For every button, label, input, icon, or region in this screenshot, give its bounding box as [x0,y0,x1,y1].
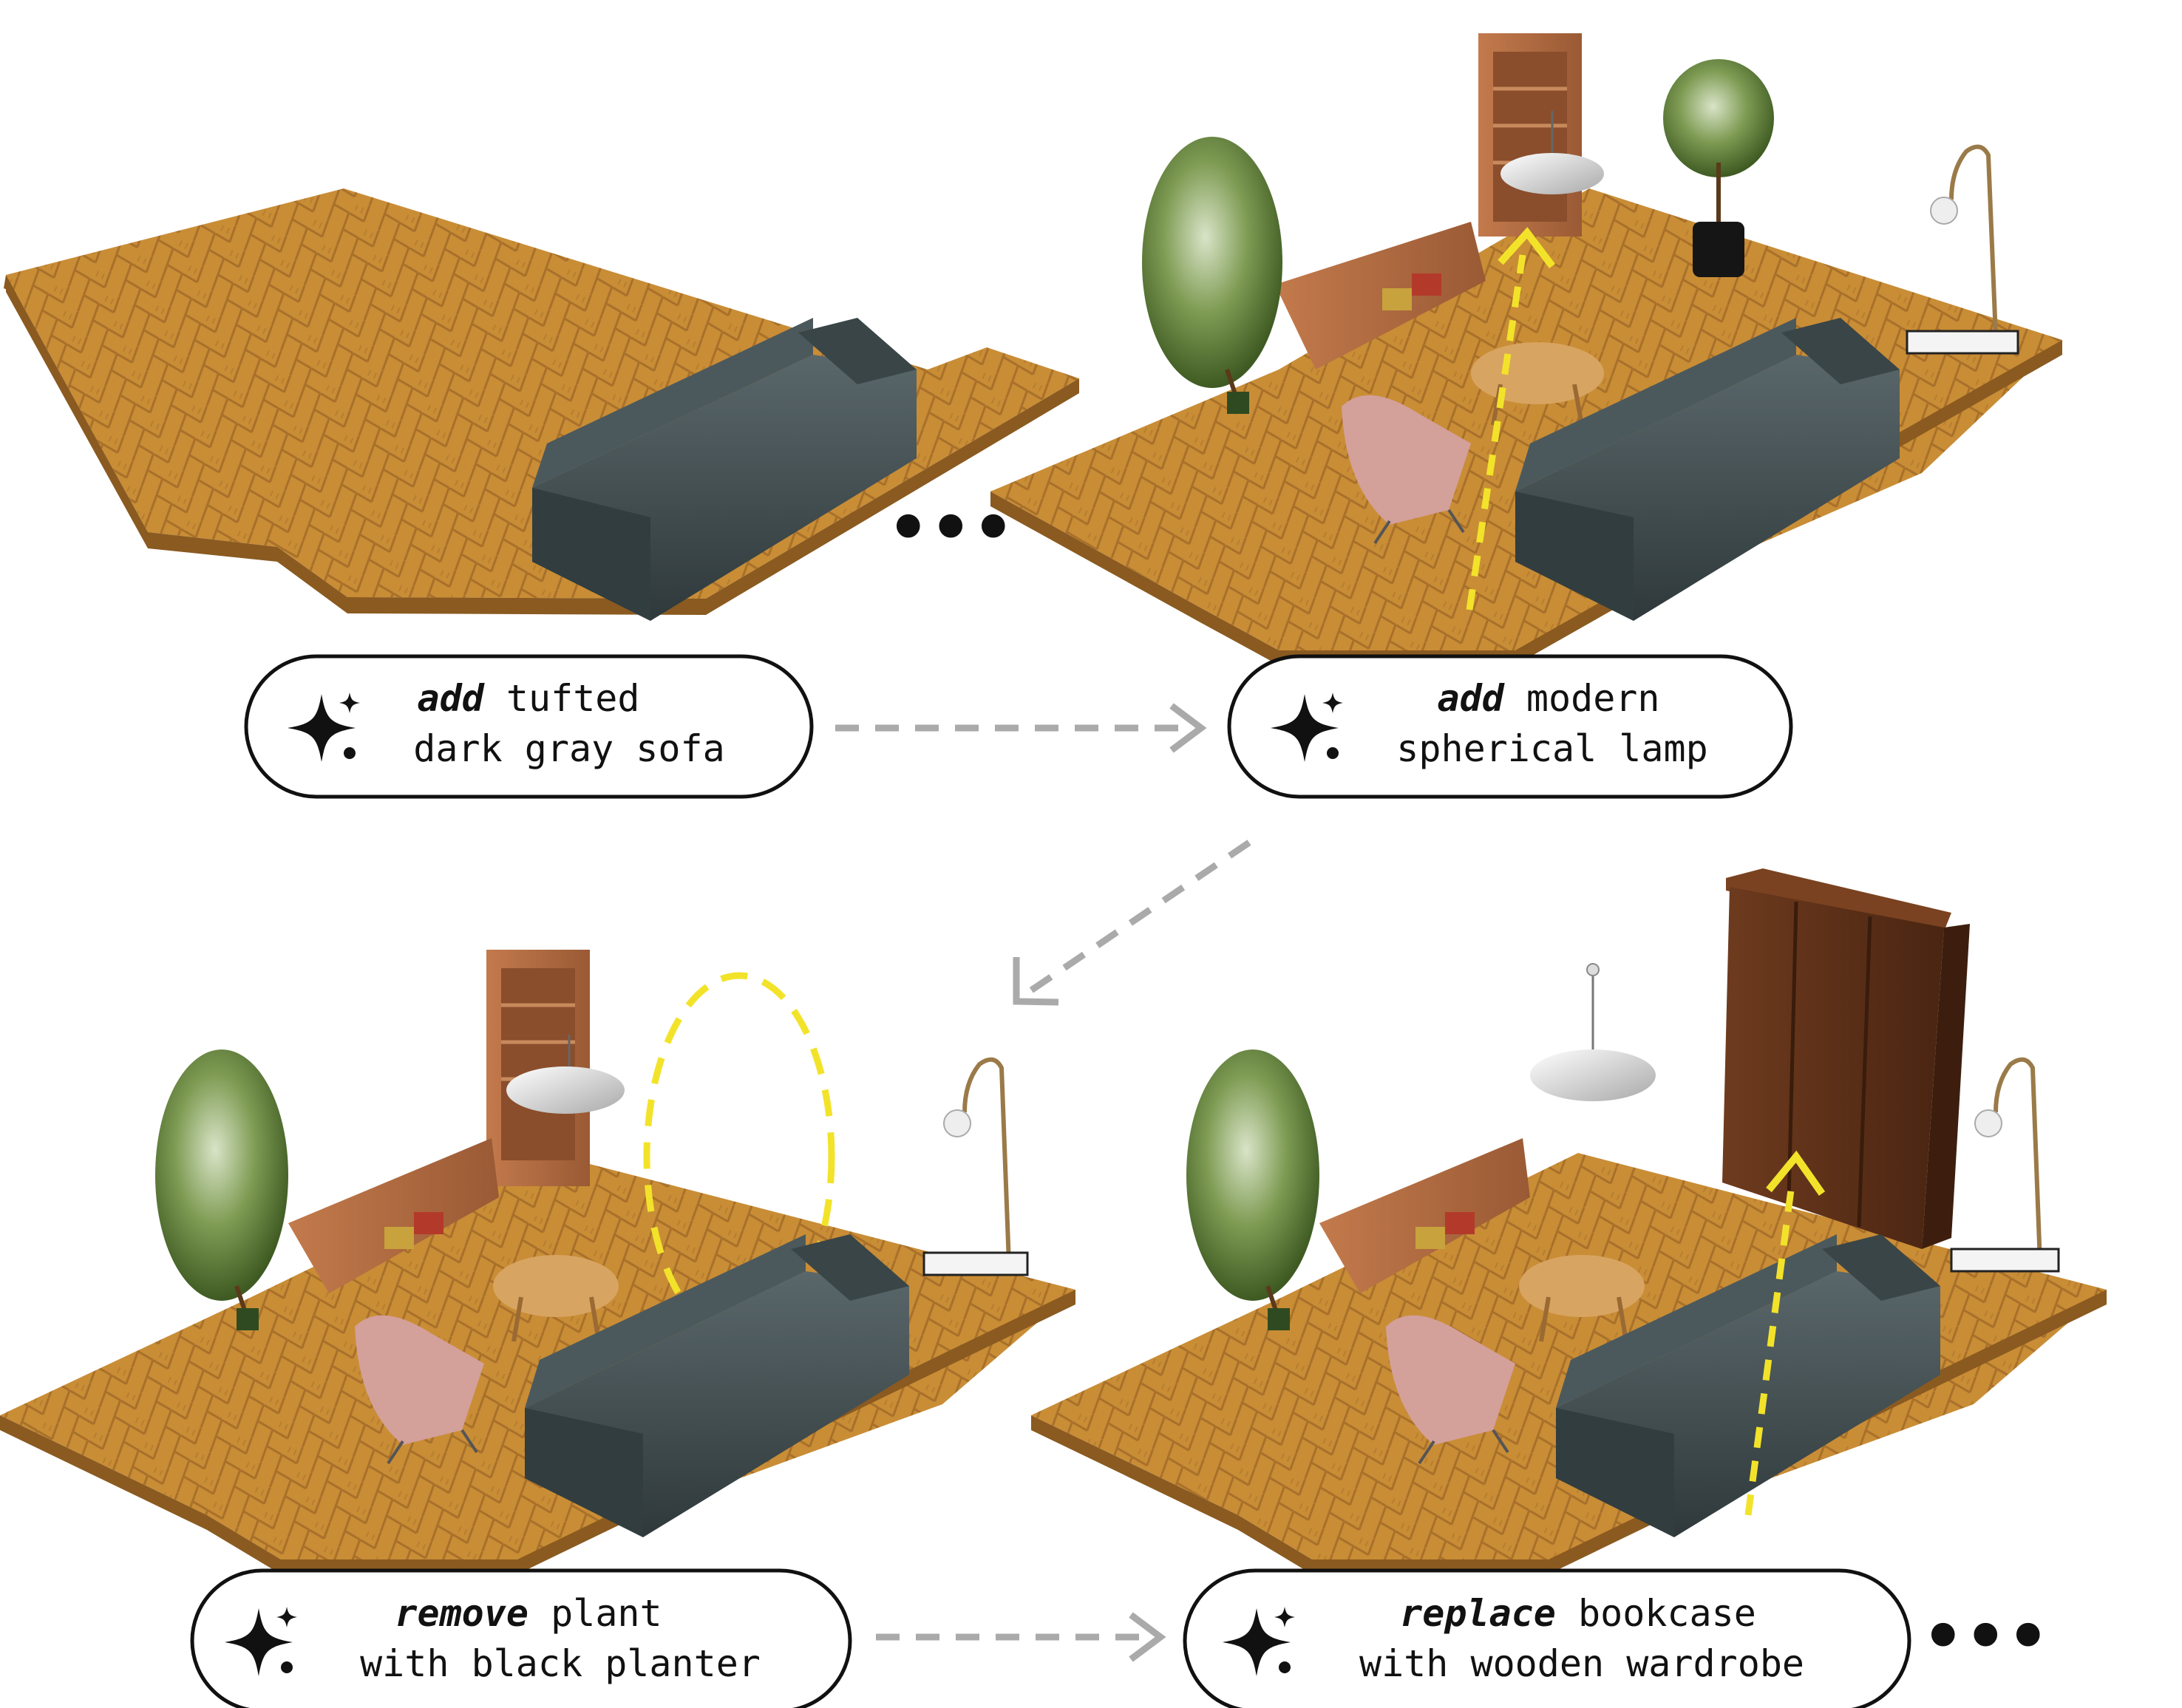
step-pill-4: replace bookcase with wooden wardrobe [1183,1568,1911,1708]
floor-lamp [1906,144,2019,355]
pill-line1-rest: bookcase [1578,1592,1756,1635]
pill-line-1: add tufted [417,677,639,720]
pendant-lamp [1500,111,1604,194]
pendant-lamp [506,1035,625,1114]
floor-lamp [922,1057,1029,1276]
scene-2 [990,33,2062,665]
pill-verb: remove [395,1592,528,1635]
pill-line1-rest: modern [1526,677,1660,720]
pill-frame [190,1568,852,1708]
plant [1186,1049,1319,1330]
pill-line-2: with black planter [360,1642,761,1685]
sofa [525,1234,909,1537]
scene-1 [4,188,1079,621]
coffee-table [493,1255,619,1342]
potted-tree [1663,59,1774,277]
pill-line-1: add modern [1437,677,1659,720]
step-pill-3: remove plant with black planter [190,1568,852,1708]
sideboard [288,1138,499,1293]
plant [155,1049,288,1330]
pill-frame [1183,1568,1911,1708]
scene-4 [1031,868,2107,1574]
armchair [1342,395,1471,545]
pill-verb: add [417,677,485,720]
pill-line-1: remove plant [395,1592,662,1635]
pill-line-2: dark gray sofa [413,727,724,770]
pill-line-2: with wooden wardrobe [1359,1642,1804,1685]
move-arrow [1466,227,1555,610]
floor-lamp [1950,1057,2060,1273]
pill-line-2: spherical lamp [1396,727,1707,770]
sofa [532,318,917,621]
pill-frame [244,654,814,799]
plant [1142,137,1282,414]
sideboard [1319,1138,1530,1293]
pill-verb: replace [1400,1592,1556,1635]
pill-line1-rest: plant [551,1592,662,1635]
sofa [1515,318,1900,621]
pendant-lamp [1530,963,1656,1101]
wardrobe [1722,868,1970,1249]
connector-arrow-1 [835,703,1207,753]
pill-line1-rest: tufted [506,677,640,720]
pill-line-1: replace bookcase [1400,1592,1756,1635]
floor-top [990,188,2062,650]
coffee-table [1519,1255,1645,1342]
step-pill-2: add modern spherical lamp [1227,654,1793,799]
pill-frame [1227,654,1793,799]
sideboard [1275,222,1486,370]
armchair [355,1315,484,1465]
step-pill-1: add tufted dark gray sofa [244,654,814,799]
sofa [1556,1234,1940,1537]
connector-arrow-3 [876,1612,1166,1662]
move-arrow [1744,1150,1826,1516]
scene-3 [0,950,1075,1574]
armchair [1386,1315,1515,1465]
pill-verb: add [1437,677,1505,720]
connector-arrow-2 [1013,840,1251,1006]
ellipsis-2: ••• [1922,1598,2050,1675]
bookcase [1478,33,1582,237]
